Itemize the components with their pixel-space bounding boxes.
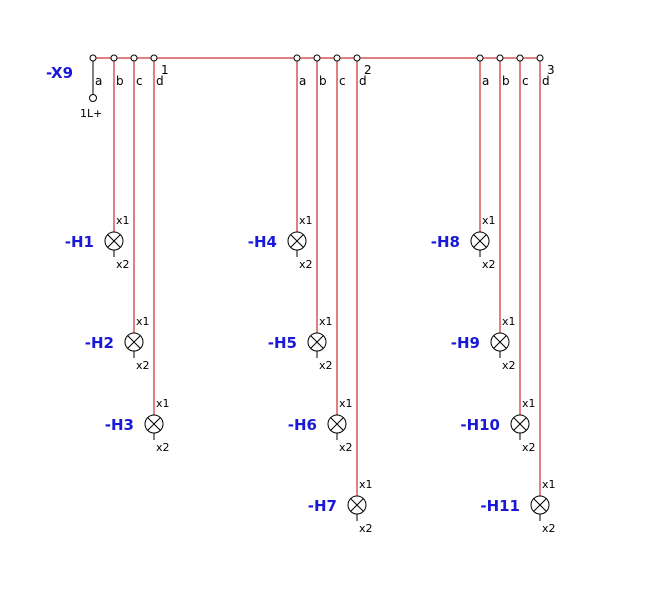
pin-letter: b bbox=[502, 74, 510, 88]
supply-label: 1L+ bbox=[80, 107, 102, 120]
lamp-label: -H3 bbox=[105, 416, 134, 434]
lamp-cross bbox=[107, 234, 121, 248]
lamp-pin-in: x1 bbox=[359, 478, 373, 491]
lamp-pin-out: x2 bbox=[116, 258, 130, 271]
wires bbox=[92, 57, 541, 521]
lamp-h9 bbox=[490, 332, 510, 352]
lamp-pin-out: x2 bbox=[319, 359, 333, 372]
lamp-label: -H6 bbox=[288, 416, 317, 434]
lamp-label: -H1 bbox=[65, 233, 94, 251]
lamp-cross bbox=[350, 498, 364, 512]
lamp-pin-in: x1 bbox=[299, 214, 313, 227]
lamp-label: -H5 bbox=[268, 334, 297, 352]
lamp-pin-in: x1 bbox=[502, 315, 516, 328]
terminal-1-d bbox=[150, 54, 158, 62]
terminal-3-b bbox=[496, 54, 504, 62]
terminal-3-c bbox=[516, 54, 524, 62]
lamp-h1 bbox=[104, 231, 124, 251]
terminal-2-d bbox=[353, 54, 361, 62]
terminal-2-b bbox=[313, 54, 321, 62]
lamp-label: -H4 bbox=[248, 233, 277, 251]
pin-letter: b bbox=[319, 74, 327, 88]
lamp-h6 bbox=[327, 414, 347, 434]
pin-letter: d bbox=[359, 74, 367, 88]
lamp-label: -H10 bbox=[460, 416, 500, 434]
lamp-pin-in: x1 bbox=[542, 478, 556, 491]
lamp-label: -H9 bbox=[451, 334, 480, 352]
lamp-h3 bbox=[144, 414, 164, 434]
pin-letter: c bbox=[339, 74, 346, 88]
group-number: 2 bbox=[364, 63, 372, 77]
lamp-h10 bbox=[510, 414, 530, 434]
lamp-cross bbox=[310, 335, 324, 349]
terminal-2-a bbox=[293, 54, 301, 62]
supply-terminal bbox=[89, 94, 97, 102]
lamp-cross bbox=[290, 234, 304, 248]
lamp-cross bbox=[493, 335, 507, 349]
lamp-pin-out: x2 bbox=[482, 258, 496, 271]
lamp-cross bbox=[330, 417, 344, 431]
lamp-label: -H7 bbox=[308, 497, 337, 515]
pin-letter: a bbox=[299, 74, 306, 88]
lamp-h4 bbox=[287, 231, 307, 251]
terminals bbox=[89, 54, 544, 102]
lamp-h5 bbox=[307, 332, 327, 352]
lamp-pin-in: x1 bbox=[339, 397, 353, 410]
lamp-h7 bbox=[347, 495, 367, 515]
lamp-cross bbox=[533, 498, 547, 512]
pin-letter: d bbox=[542, 74, 550, 88]
group-number: 3 bbox=[547, 63, 555, 77]
lamp-pin-in: x1 bbox=[482, 214, 496, 227]
pin-letter: c bbox=[136, 74, 143, 88]
terminal-3-a bbox=[476, 54, 484, 62]
terminal-1-a bbox=[89, 54, 97, 62]
terminal-1-b bbox=[110, 54, 118, 62]
lamp-pin-out: x2 bbox=[502, 359, 516, 372]
lamp-pin-in: x1 bbox=[522, 397, 536, 410]
lamp-label: -H11 bbox=[480, 497, 520, 515]
lamp-cross bbox=[473, 234, 487, 248]
lamp-cross bbox=[147, 417, 161, 431]
lamp-pin-in: x1 bbox=[319, 315, 333, 328]
lamp-pin-out: x2 bbox=[339, 441, 353, 454]
lamps bbox=[104, 231, 550, 515]
terminal-3-d bbox=[536, 54, 544, 62]
lamp-label: -H8 bbox=[431, 233, 460, 251]
pin-letter: d bbox=[156, 74, 164, 88]
lamp-cross bbox=[513, 417, 527, 431]
lamp-pin-out: x2 bbox=[542, 522, 556, 535]
pin-letter: a bbox=[482, 74, 489, 88]
lamp-pin-out: x2 bbox=[156, 441, 170, 454]
lamp-pin-in: x1 bbox=[156, 397, 170, 410]
lamp-pin-in: x1 bbox=[136, 315, 150, 328]
group-number: 1 bbox=[161, 63, 169, 77]
terminal-2-c bbox=[333, 54, 341, 62]
lamp-pin-in: x1 bbox=[116, 214, 130, 227]
pin-letter: c bbox=[522, 74, 529, 88]
strip-label: -X9 bbox=[46, 64, 73, 82]
lamp-h2 bbox=[124, 332, 144, 352]
pin-letter: b bbox=[116, 74, 124, 88]
lamp-h11 bbox=[530, 495, 550, 515]
lamp-pin-out: x2 bbox=[299, 258, 313, 271]
lamp-h8 bbox=[470, 231, 490, 251]
lamp-pin-out: x2 bbox=[359, 522, 373, 535]
lamp-pin-out: x2 bbox=[522, 441, 536, 454]
terminal-1-c bbox=[130, 54, 138, 62]
lamp-label: -H2 bbox=[85, 334, 114, 352]
lamp-cross bbox=[127, 335, 141, 349]
pin-letter: a bbox=[95, 74, 102, 88]
lamp-pin-out: x2 bbox=[136, 359, 150, 372]
